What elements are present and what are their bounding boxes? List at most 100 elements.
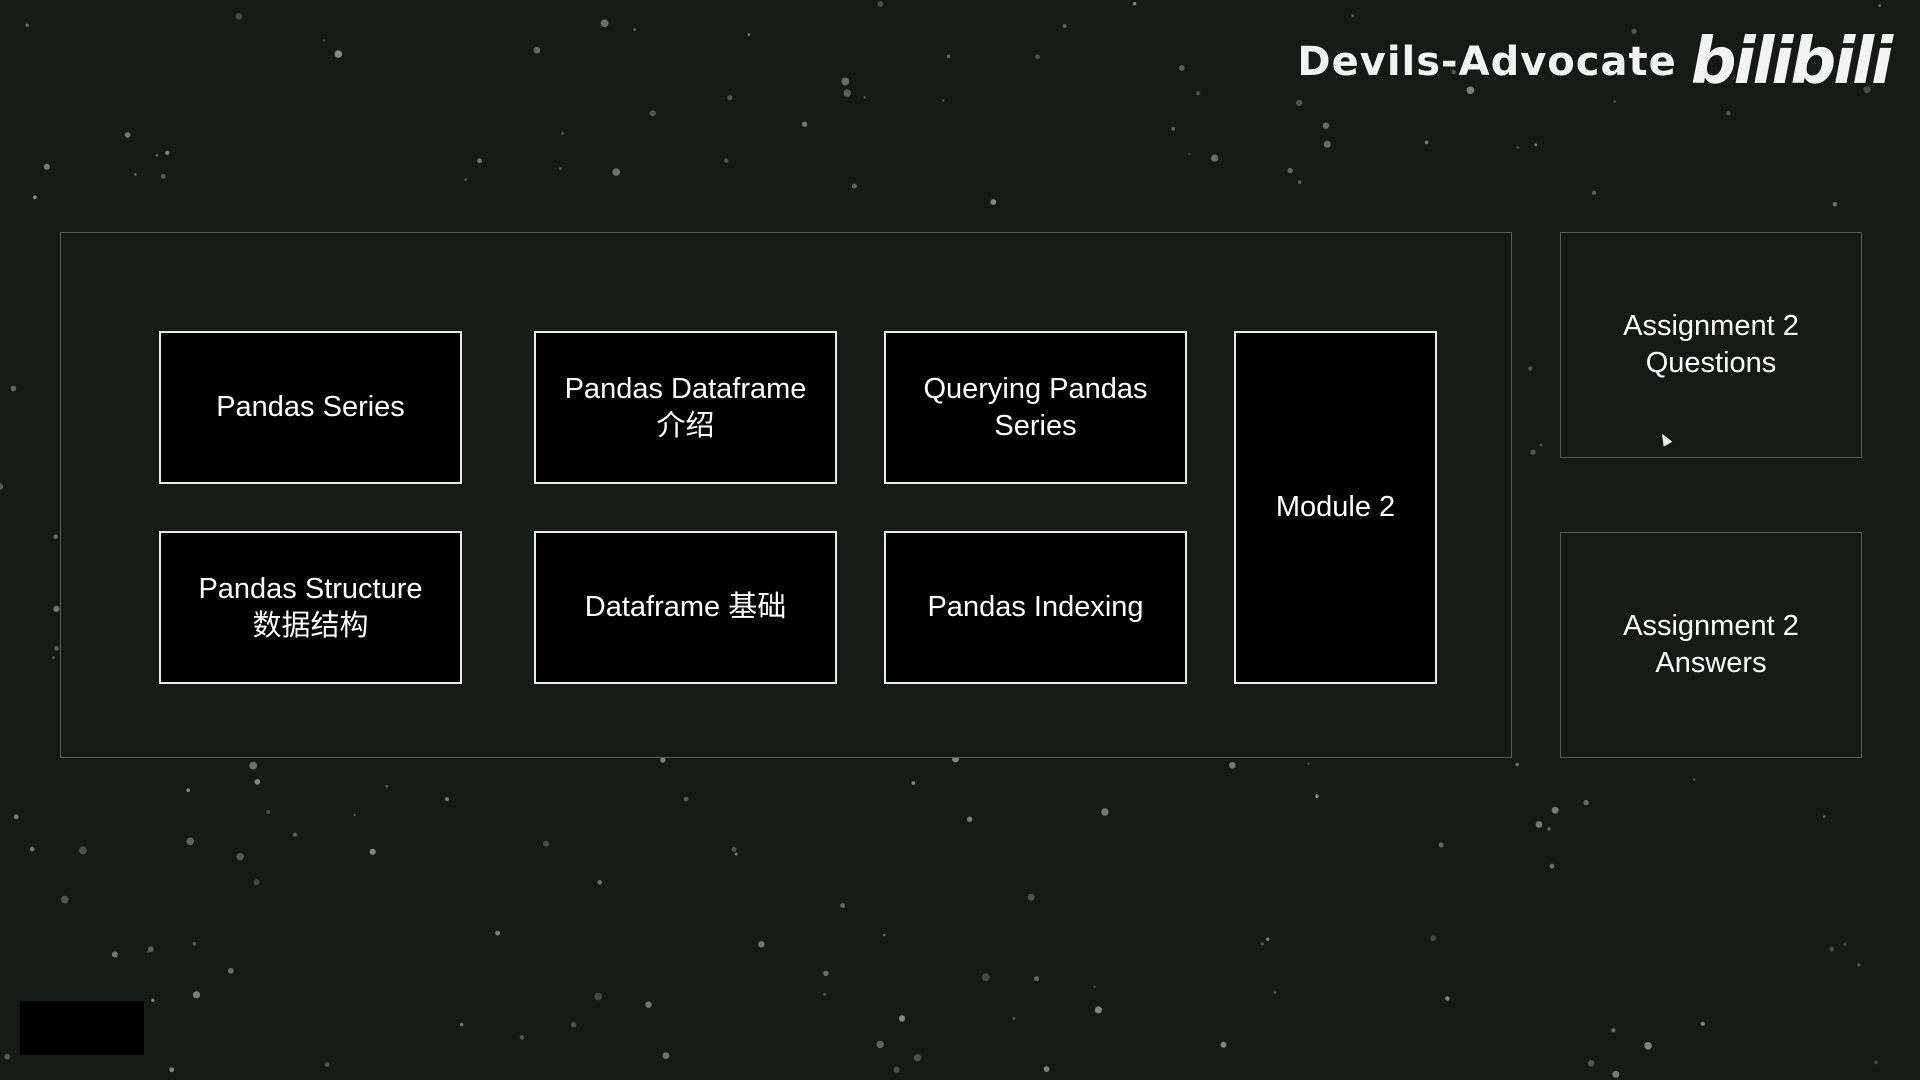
black-overlay-box (20, 1001, 144, 1055)
querying-pandas-series-card[interactable]: Querying Pandas Series (884, 331, 1187, 484)
star-dot (1266, 937, 1270, 941)
star-dot (43, 163, 50, 170)
star-dot (1857, 963, 1861, 967)
star-dot (843, 89, 851, 97)
star-dot (533, 46, 541, 54)
assignment-answers-card[interactable]: Assignment 2 Answers (1560, 532, 1862, 758)
star-dot (1528, 366, 1533, 371)
star-dot (911, 781, 916, 785)
star-dot (369, 848, 376, 855)
dataframe-basics-card[interactable]: Dataframe 基础 (534, 531, 837, 684)
star-dot (1693, 778, 1696, 781)
star-dot (645, 1001, 652, 1008)
star-dot (1260, 942, 1265, 946)
star-dot (1229, 762, 1236, 769)
star-dot (445, 797, 449, 801)
pandas-dataframe-intro-card[interactable]: Pandas Dataframe 介绍 (534, 331, 837, 484)
star-dot (840, 903, 845, 908)
star-dot (334, 50, 343, 58)
star-dot (54, 646, 59, 651)
star-dot (1012, 1017, 1016, 1020)
bilibili-logo: bilibili (1690, 25, 1893, 99)
star-dot (600, 19, 609, 28)
pandas-indexing-card[interactable]: Pandas Indexing (884, 531, 1187, 684)
star-dot (1171, 126, 1175, 131)
star-dot (169, 1067, 175, 1073)
star-dot (990, 199, 997, 205)
star-dot (1451, 69, 1456, 75)
star-dot (111, 951, 118, 958)
star-dot (1178, 65, 1185, 71)
author-name: Devils-Advocate (1297, 39, 1677, 85)
star-dot (227, 967, 234, 974)
star-dot (1027, 893, 1035, 901)
star-dot (823, 992, 827, 996)
star-dot (322, 39, 326, 42)
star-dot (124, 132, 131, 138)
star-dot (186, 837, 194, 846)
star-dot (1612, 1070, 1620, 1078)
star-dot (1220, 1041, 1227, 1048)
star-dot (1515, 762, 1519, 767)
star-dot (823, 970, 829, 976)
star-dot (734, 852, 738, 856)
star-dot (1592, 190, 1596, 195)
star-dot (543, 840, 550, 847)
star-dot (747, 33, 751, 36)
star-dot (460, 1022, 464, 1027)
star-dot (13, 814, 19, 820)
star-dot (292, 832, 297, 837)
star-dot (78, 846, 87, 855)
star-dot (1644, 1042, 1652, 1050)
star-dot (1315, 794, 1319, 798)
star-dot (1188, 152, 1191, 155)
star-dot (1062, 24, 1067, 28)
star-dot (942, 99, 945, 102)
star-dot (967, 816, 973, 822)
star-dot (662, 1052, 670, 1059)
assignment-questions-card[interactable]: Assignment 2 Questions (1560, 232, 1862, 458)
star-dot (913, 1054, 922, 1062)
star-dot (841, 77, 850, 86)
star-dot (1587, 1059, 1595, 1067)
pandas-structure-card[interactable]: Pandas Structure 数据结构 (159, 531, 462, 684)
star-dot (649, 110, 656, 117)
star-dot (236, 853, 244, 861)
star-dot (254, 779, 261, 785)
star-dot (33, 195, 37, 200)
star-dot (146, 950, 150, 953)
star-dot (1445, 996, 1450, 1001)
star-dot (570, 1022, 577, 1028)
star-dot (1466, 86, 1475, 95)
star-dot (165, 150, 170, 155)
star-dot (1424, 140, 1429, 145)
star-dot (1843, 942, 1847, 946)
star-dot (385, 785, 389, 788)
star-dot (1195, 91, 1201, 96)
star-dot (731, 847, 737, 852)
star-dot (882, 933, 886, 937)
star-dot (495, 930, 500, 936)
star-dot (353, 813, 356, 817)
star-dot (1829, 946, 1835, 952)
star-dot (898, 1015, 906, 1022)
star-dot (1133, 2, 1137, 6)
star-dot (464, 178, 468, 182)
module-2-card[interactable]: Module 2 (1234, 331, 1437, 684)
pandas-series-card[interactable]: Pandas Series (159, 331, 462, 484)
star-dot (25, 23, 29, 27)
star-dot (946, 54, 951, 58)
star-dot (801, 121, 808, 127)
star-dot (253, 879, 260, 885)
star-dot (1874, 1060, 1878, 1065)
star-dot (151, 998, 155, 1002)
star-dot (683, 796, 689, 802)
star-dot (1438, 842, 1444, 848)
star-dot (561, 132, 564, 135)
star-dot (192, 991, 201, 999)
star-dot (1298, 180, 1302, 184)
star-dot (660, 757, 666, 763)
star-dot (1430, 935, 1437, 942)
star-dot (1631, 28, 1637, 34)
